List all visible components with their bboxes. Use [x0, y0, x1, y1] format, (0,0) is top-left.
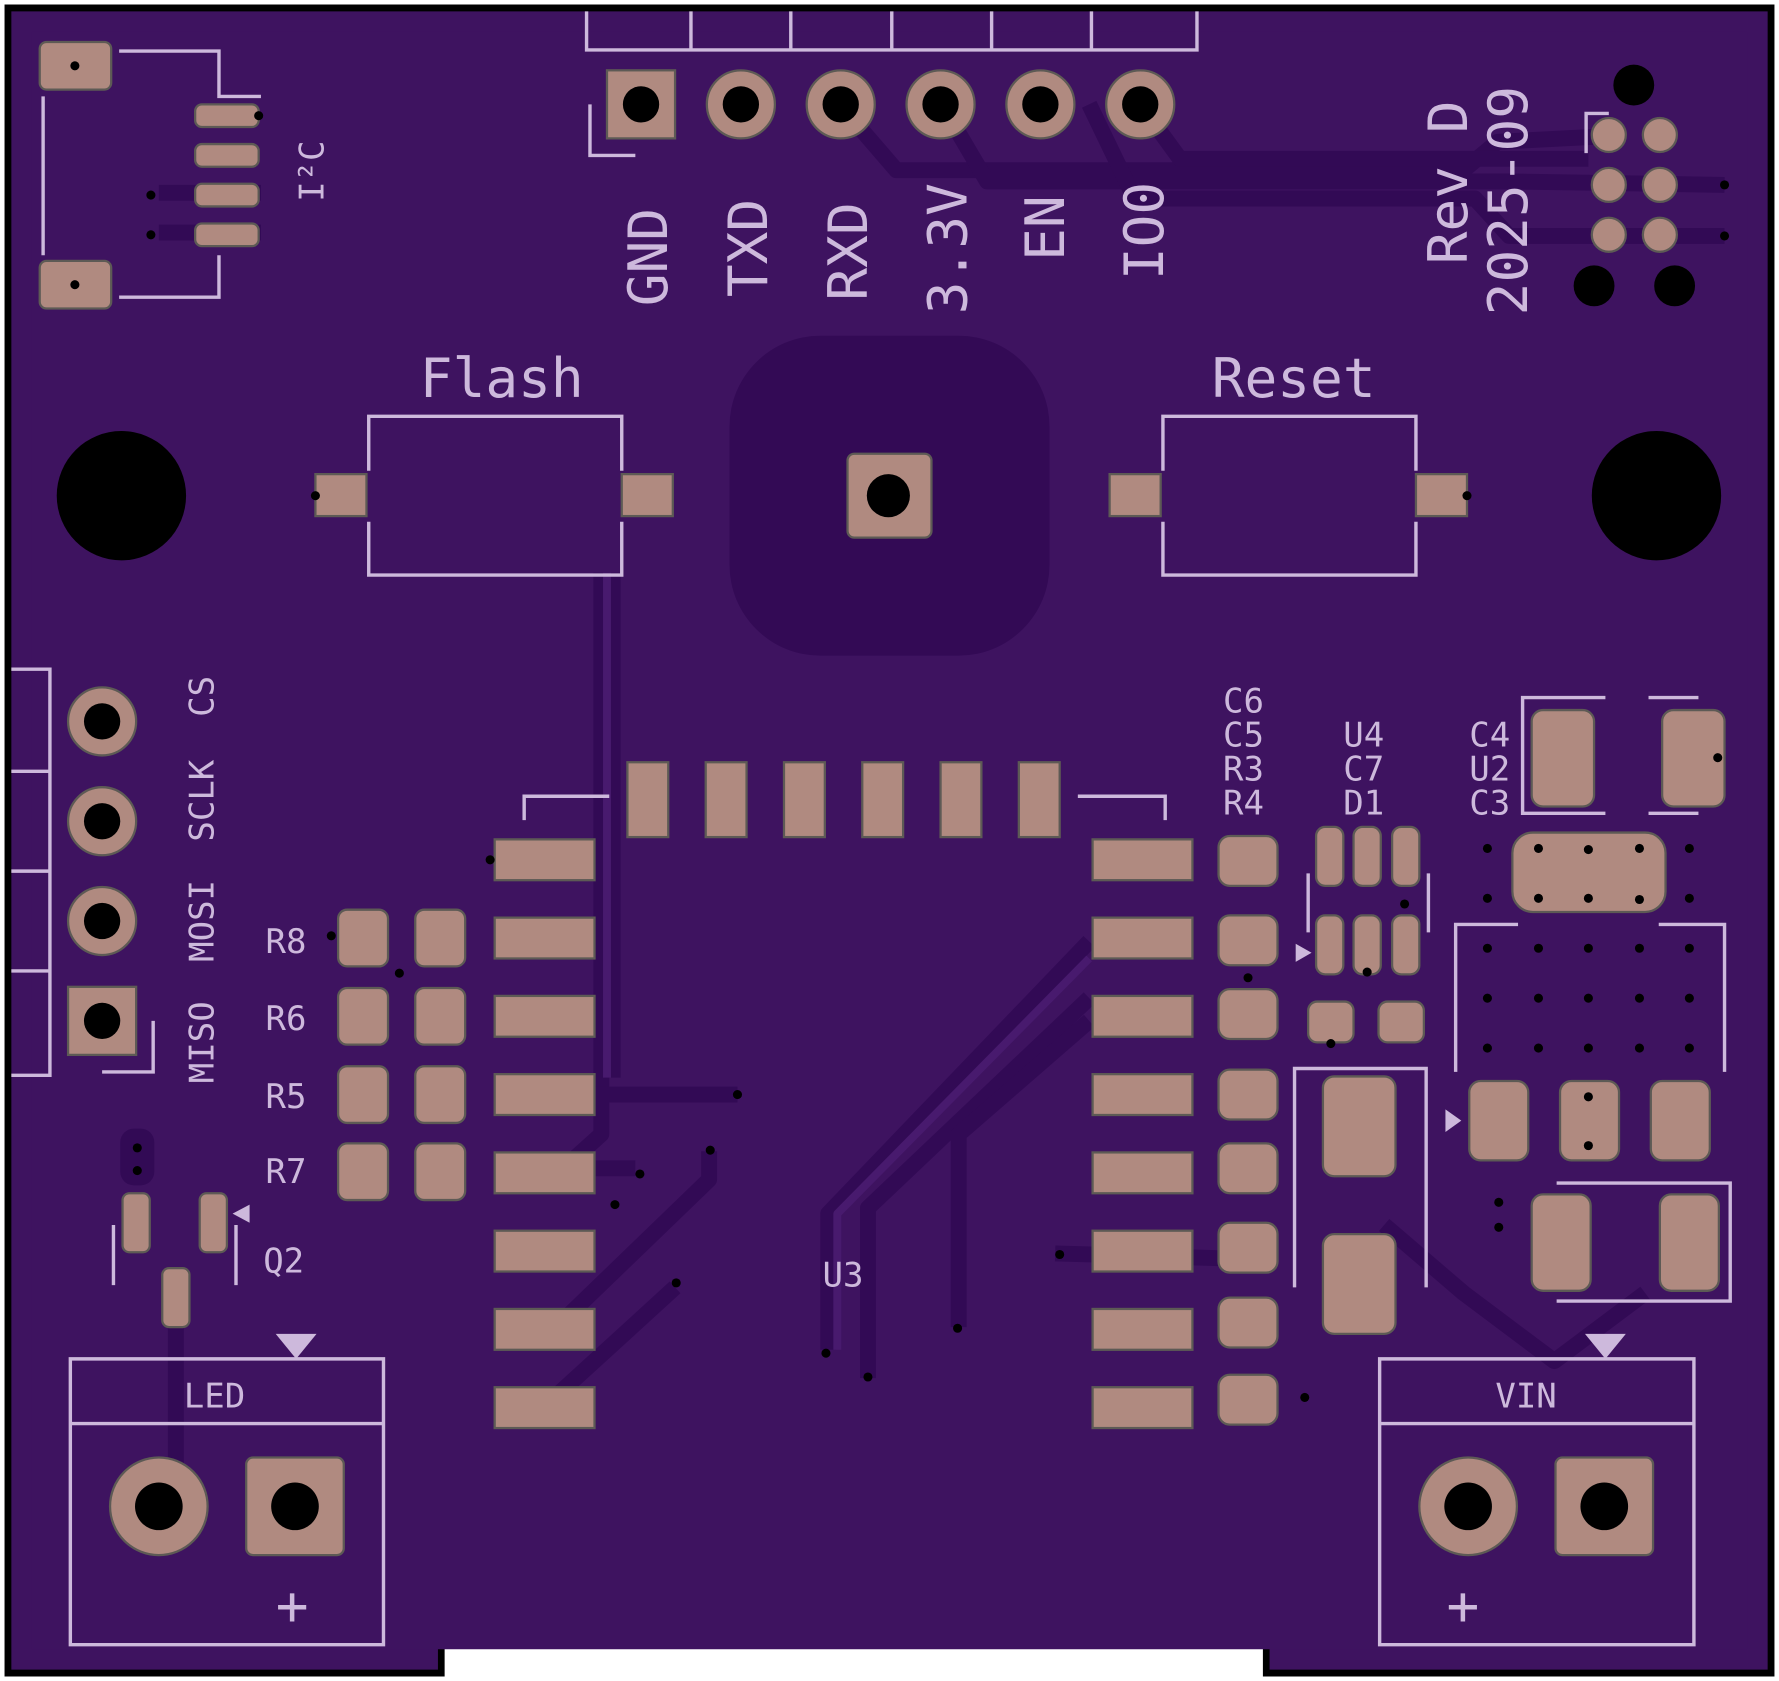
led-plus-label: + — [276, 1573, 309, 1637]
u4-label: U4 — [1343, 715, 1384, 755]
led-terminal: LED + — [68, 1333, 386, 1647]
vin-terminal: VIN + — [1377, 1333, 1696, 1647]
spi-header: CS SCLK MOSI MISO — [11, 667, 222, 1083]
mounting-hole-left — [56, 431, 187, 561]
r8-label: R8 — [265, 922, 306, 962]
vin-plus-label: + — [1447, 1573, 1480, 1637]
c3-label: C3 — [1469, 783, 1510, 823]
c3-capacitor — [1530, 1181, 1732, 1303]
date-label: 2025-09 — [1476, 86, 1540, 315]
c7-label: C7 — [1343, 749, 1384, 789]
vin-label: VIN — [1495, 1377, 1556, 1417]
pin-label-rxd: RXD — [816, 202, 880, 300]
reset-label: Reset — [1212, 346, 1376, 410]
i2c-connector: I²C — [38, 40, 332, 310]
r7-label: R7 — [265, 1152, 306, 1192]
passive-column: C6 C5 R3 R4 U4 C7 D1 C4 U2 C3 — [1217, 681, 1510, 1426]
mounting-hole-right — [1591, 431, 1722, 561]
c4-label: C4 — [1469, 715, 1510, 755]
d1-label: D1 — [1343, 783, 1384, 823]
spi-label-cs: CS — [182, 676, 222, 717]
flash-button: Flash — [310, 346, 674, 577]
spi-label-sclk: SCLK — [182, 759, 222, 841]
u3-module: U3 — [485, 761, 1194, 1430]
c6-label: C6 — [1223, 681, 1264, 721]
antenna-pad — [846, 452, 933, 539]
pin-label-gnd: GND — [616, 208, 680, 306]
r3-label: R3 — [1223, 749, 1264, 789]
flash-label: Flash — [420, 346, 584, 410]
revision-label: Rev D — [1416, 100, 1480, 264]
u3-label: U3 — [823, 1255, 864, 1295]
traces — [158, 99, 1725, 1509]
q2-transistor: Q2 — [111, 1128, 304, 1329]
spi-label-miso: MISO — [182, 1001, 222, 1083]
large-diode — [1292, 1066, 1428, 1336]
u2-label: U2 — [1469, 749, 1510, 789]
r5-label: R5 — [265, 1077, 306, 1117]
pin-label-txd: TXD — [716, 199, 780, 297]
r6-label: R6 — [265, 999, 306, 1039]
u4-regulator — [1295, 825, 1431, 1049]
programming-header: GND TXD RXD 3.3V EN IO0 — [584, 11, 1199, 314]
c4-capacitor — [1520, 695, 1726, 815]
debug-connector — [1573, 64, 1730, 307]
pin-label-en: EN — [1013, 195, 1077, 261]
i2c-label: I²C — [292, 140, 332, 201]
copper-zone — [31, 31, 1748, 1650]
q2-label: Q2 — [263, 1242, 304, 1282]
resistor-array: R8 R6 R5 R7 — [265, 908, 467, 1202]
reset-button: Reset — [1108, 346, 1472, 577]
pin-label-3v3: 3.3V — [916, 183, 980, 314]
pin-label-io0: IO0 — [1112, 182, 1176, 280]
c5-label: C5 — [1223, 715, 1264, 755]
led-label: LED — [184, 1377, 245, 1417]
u2-power-module — [1445, 831, 1727, 1232]
r4-label: R4 — [1223, 783, 1264, 823]
spi-label-mosi: MOSI — [182, 880, 222, 962]
